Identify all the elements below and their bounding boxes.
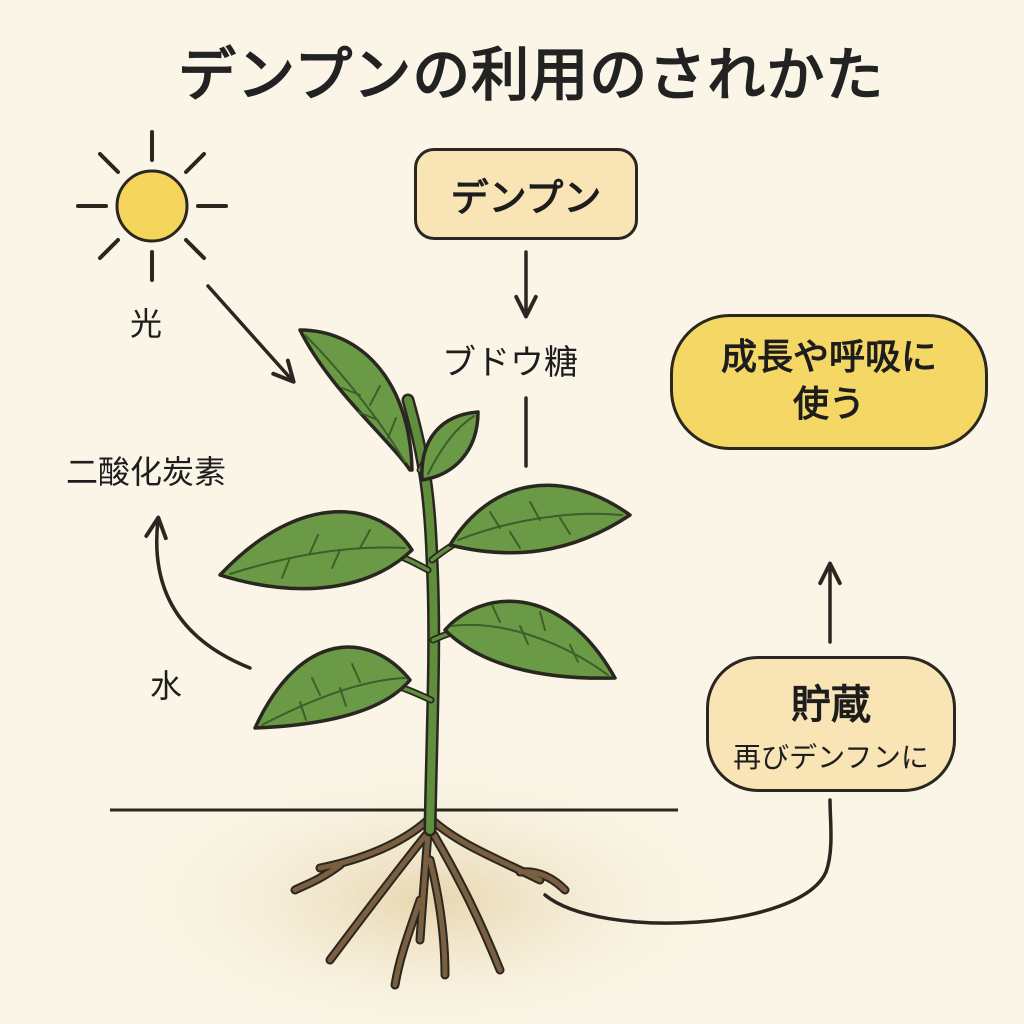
soil-shading bbox=[100, 750, 760, 1024]
leaf-left-lower bbox=[253, 645, 412, 730]
roots-to-storage-curve bbox=[543, 798, 833, 925]
light-label: 光 bbox=[130, 305, 163, 343]
sun-icon bbox=[76, 130, 228, 282]
starch-box-label: デンプン bbox=[450, 175, 602, 220]
leaf-right-lower bbox=[443, 599, 617, 680]
water-label: 水 bbox=[150, 667, 183, 705]
growth-box-line2: 使う bbox=[792, 384, 865, 425]
starch-box: デンプン bbox=[414, 148, 638, 240]
storage-box: 貯蔵 再びデンフンに bbox=[706, 656, 956, 792]
glucose-label: ブドウ糖 bbox=[442, 343, 578, 383]
page-title: デンプンの利用のされかた bbox=[178, 41, 885, 109]
leaf-top bbox=[298, 328, 414, 472]
storage-box-subtitle: 再びデンフンに bbox=[733, 741, 929, 774]
leaf-veins bbox=[229, 334, 623, 726]
growth-box-line1: 成長や呼吸に bbox=[720, 337, 937, 379]
water-to-co2-arrow bbox=[144, 515, 252, 670]
leaf-small bbox=[420, 410, 480, 482]
growth-respiration-box: 成長や呼吸に 使う bbox=[670, 314, 988, 450]
co2-label: 二酸化炭素 bbox=[66, 453, 227, 491]
storage-box-title: 貯蔵 bbox=[791, 682, 871, 728]
light-arrow bbox=[206, 284, 296, 384]
leaf-left-upper bbox=[218, 509, 414, 591]
